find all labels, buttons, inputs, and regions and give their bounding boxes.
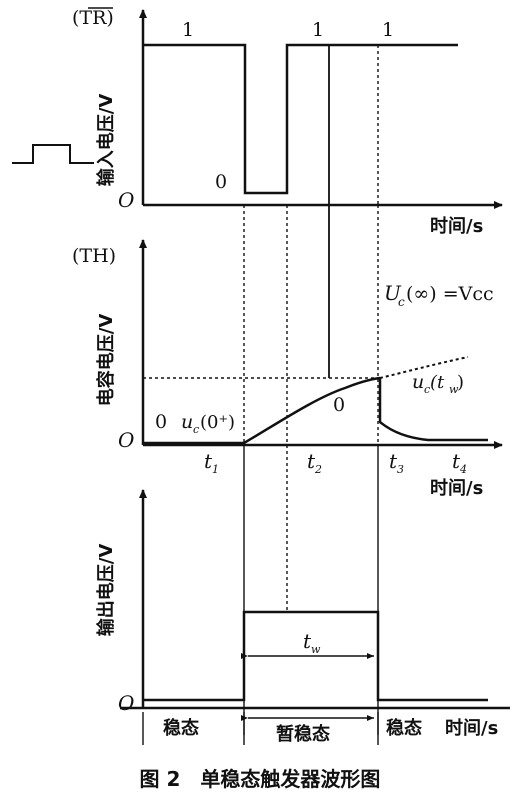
svg-text:w: w bbox=[449, 383, 459, 396]
svg-text:(t: (t bbox=[430, 372, 445, 393]
svg-text:2: 2 bbox=[314, 463, 322, 476]
time-reference-lines bbox=[243, 45, 379, 735]
state-transient: 暂稳态 bbox=[276, 723, 330, 745]
tr-tag: (TR) bbox=[72, 7, 114, 29]
state-stable-right: 稳态 bbox=[386, 717, 422, 739]
svg-text:4: 4 bbox=[459, 463, 467, 476]
input-level-1a: 1 bbox=[182, 19, 194, 41]
svg-text:u: u bbox=[412, 371, 424, 393]
state-stable-left: 稳态 bbox=[163, 717, 199, 739]
svg-text:): ) bbox=[457, 372, 464, 393]
capacitor-origin: O bbox=[118, 428, 134, 452]
output-waveform bbox=[143, 610, 488, 702]
svg-text:t: t bbox=[307, 449, 316, 473]
th-tag: (TH) bbox=[72, 245, 116, 267]
svg-text:(∞) =Vcc: (∞) =Vcc bbox=[406, 283, 494, 305]
svg-text:t: t bbox=[303, 629, 312, 653]
capacitor-zero-mid: 0 bbox=[333, 394, 345, 416]
svg-text:U: U bbox=[384, 281, 402, 305]
svg-text:c: c bbox=[398, 295, 405, 309]
svg-text:c: c bbox=[424, 383, 430, 396]
svg-text:c: c bbox=[193, 423, 199, 436]
input-waveform bbox=[143, 43, 458, 195]
t2-label: t 2 bbox=[307, 449, 322, 476]
svg-text:t: t bbox=[452, 449, 461, 473]
pulse-icon bbox=[12, 144, 94, 164]
svg-text:3: 3 bbox=[397, 463, 404, 476]
input-x-label: 时间/s bbox=[430, 216, 483, 237]
input-origin: O bbox=[118, 188, 134, 212]
input-level-0: 0 bbox=[215, 171, 227, 193]
capacitor-zero-left: 0 bbox=[155, 411, 167, 433]
svg-text:w: w bbox=[311, 643, 321, 656]
svg-text:u: u bbox=[181, 411, 193, 433]
output-voltage-panel: t w O 输出电压/V 稳态 暂稳态 稳态 时间/s bbox=[95, 489, 510, 745]
charging-curve bbox=[143, 376, 381, 445]
input-y-label: 输入电压/V bbox=[95, 94, 117, 187]
input-level-1b: 1 bbox=[312, 19, 324, 41]
vcc-asymptote-label: U c (∞) =Vcc bbox=[384, 281, 494, 309]
charging-extension bbox=[379, 356, 469, 379]
svg-text:t: t bbox=[204, 449, 213, 473]
t3-label: t 3 bbox=[389, 449, 404, 476]
output-x-label: 时间/s bbox=[445, 718, 498, 739]
tw-label: t w bbox=[303, 629, 321, 656]
uctw-label: u c (t w ) bbox=[412, 371, 464, 396]
svg-text:1: 1 bbox=[212, 463, 219, 476]
input-voltage-panel: (TR) 1 0 1 1 O 时间/s 输入电压/V bbox=[12, 7, 503, 237]
output-y-label: 输出电压/V bbox=[95, 544, 117, 637]
uc0-label: u c (0⁺) bbox=[181, 411, 235, 436]
figure-caption: 图 2 单稳态触发器波形图 bbox=[140, 767, 381, 791]
capacitor-y-label: 电容电压/V bbox=[95, 314, 117, 407]
discharge-curve bbox=[378, 378, 488, 442]
output-origin: O bbox=[118, 691, 134, 715]
t1-label: t 1 bbox=[204, 449, 219, 476]
t4-label: t 4 bbox=[452, 449, 467, 476]
capacitor-voltage-panel: (TH) 0 0 u c (0⁺) u c (t w ) U c ( bbox=[72, 239, 503, 499]
svg-text:t: t bbox=[389, 449, 398, 473]
capacitor-x-label: 时间/s bbox=[430, 478, 483, 499]
svg-text:(0⁺): (0⁺) bbox=[200, 412, 235, 433]
input-level-1c: 1 bbox=[382, 19, 394, 41]
